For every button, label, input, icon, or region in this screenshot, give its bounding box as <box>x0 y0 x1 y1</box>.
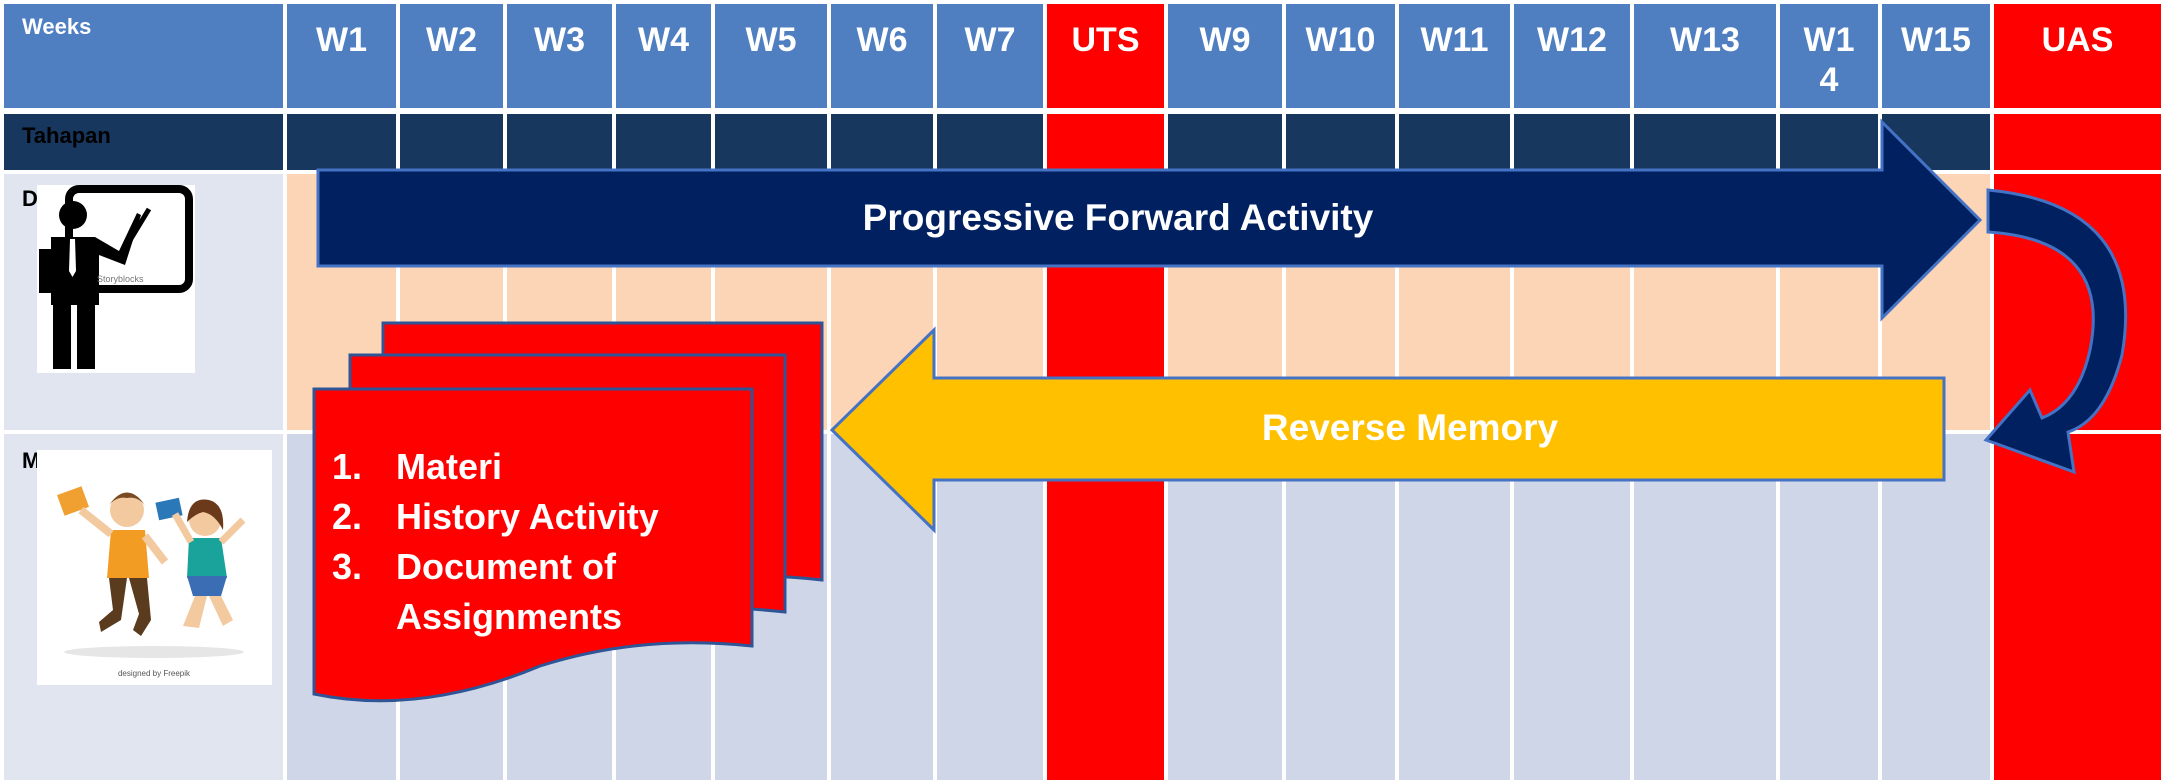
week-header-cell: W13 <box>1634 4 1776 108</box>
dosen-row-label: D <box>22 186 38 211</box>
week-header-cell: W9 <box>1168 4 1282 108</box>
week-header-cell: W1 4 <box>1780 4 1878 108</box>
tahapan-row-label: Tahapan <box>22 123 111 148</box>
week-header-cell: W12 <box>1514 4 1630 108</box>
tahapan-cell <box>1994 114 2161 170</box>
week-header-cell: W2 <box>400 4 503 108</box>
week-header-label: UAS <box>2041 21 2114 59</box>
forward-arrow-label: Progressive Forward Activity <box>862 197 1374 238</box>
reverse-arrow-label: Reverse Memory <box>1261 407 1559 448</box>
week-header-label: W13 <box>1670 21 1740 59</box>
week-header-label: W1 <box>316 21 367 59</box>
teacher-watermark: Storyblocks <box>97 274 144 284</box>
document-item: 1.Materi <box>332 446 503 487</box>
week-header-label: W4 <box>638 21 689 59</box>
reverse-arrow <box>829 326 1946 534</box>
tahapan-cell <box>831 114 933 170</box>
tahapan-cell <box>616 114 711 170</box>
mahasiswa-cell <box>1634 434 1776 780</box>
week-header-label: W12 <box>1537 21 1607 59</box>
week-header-label: W15 <box>1901 21 1971 59</box>
week-header-cell: W7 <box>937 4 1043 108</box>
forward-arrow <box>316 118 1983 322</box>
document-front-page <box>312 387 754 703</box>
week-header-label: W11 <box>1420 21 1489 59</box>
mahasiswa-cell <box>1514 434 1630 780</box>
weeks-header-label-cell <box>4 4 283 108</box>
curved-return-arrow <box>1983 188 2128 475</box>
document-item: 2.History Activity <box>332 496 659 537</box>
week-header-label: W5 <box>745 21 797 59</box>
week-header-cell: W4 <box>616 4 711 108</box>
mahasiswa-cell <box>1168 434 1282 780</box>
mahasiswa-cell <box>1399 434 1510 780</box>
week-header-cell: W15 <box>1882 4 1990 108</box>
week-header-cell: W10 <box>1286 4 1395 108</box>
week-header-cell: W1 <box>287 4 396 108</box>
tahapan-cell <box>1634 114 1776 170</box>
students-credit: designed by Freepik <box>118 669 191 678</box>
mahasiswa-cell <box>1994 434 2161 780</box>
week-header-label: W1 4 <box>1803 21 1855 99</box>
weeks-row-label: Weeks <box>22 14 92 39</box>
tahapan-cell <box>1286 114 1395 170</box>
tahapan-cell <box>287 114 396 170</box>
tahapan-cell <box>1780 114 1878 170</box>
document-item: 3.Document of Assignments <box>332 546 623 637</box>
week-header-label: W7 <box>964 21 1016 59</box>
tahapan-cell <box>400 114 503 170</box>
mahasiswa-cell <box>1047 434 1164 780</box>
week-header-cell: W5 <box>715 4 827 108</box>
tahapan-cell <box>715 114 827 170</box>
week-header-label: W9 <box>1199 21 1251 59</box>
tahapan-cell <box>1168 114 1282 170</box>
week-header-label: W3 <box>534 21 585 59</box>
students-illustration: designed by Freepik <box>37 450 272 685</box>
mahasiswa-cell <box>1286 434 1395 780</box>
week-header-cell: UAS <box>1994 4 2161 108</box>
week-header-cell: W3 <box>507 4 612 108</box>
mahasiswa-cell <box>1780 434 1878 780</box>
week-header-cell: W6 <box>831 4 933 108</box>
tahapan-cell <box>507 114 612 170</box>
week-header-cell: UTS <box>1047 4 1164 108</box>
week-header-label: UTS <box>1071 21 1140 59</box>
tahapan-cell <box>1514 114 1630 170</box>
mahasiswa-cell <box>937 434 1043 780</box>
tahapan-cell <box>937 114 1043 170</box>
document-item-list: 1.Materi 2.History Activity 3.Document o… <box>332 442 732 642</box>
tahapan-label-cell <box>4 114 283 170</box>
week-header-cell: W11 <box>1399 4 1510 108</box>
tahapan-cell <box>1047 114 1164 170</box>
teacher-icon: Storyblocks <box>37 185 195 373</box>
week-header-label: W10 <box>1305 21 1376 59</box>
mahasiswa-cell <box>1882 434 1990 780</box>
week-header-label: W2 <box>426 21 477 59</box>
tahapan-cell <box>1399 114 1510 170</box>
week-header-label: W6 <box>856 21 908 59</box>
